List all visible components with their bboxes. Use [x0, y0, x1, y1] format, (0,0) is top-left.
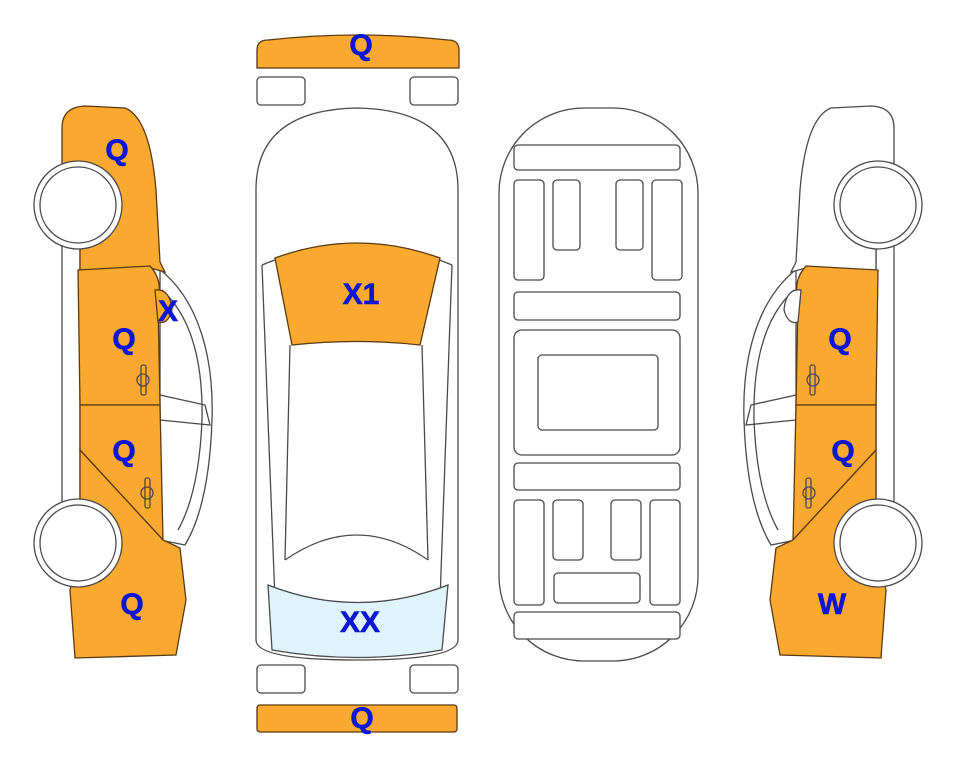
- right-side-view: [743, 105, 923, 659]
- right-front-wheel: [839, 166, 917, 244]
- front-left-light: [256, 76, 306, 106]
- left-side-view: [33, 105, 213, 659]
- rear-window-label: XX: [340, 606, 380, 639]
- top-view: [255, 34, 460, 733]
- left-front-door-panel[interactable]: [77, 265, 161, 406]
- underbody-view: [498, 107, 699, 662]
- left-mirror-panel[interactable]: [154, 289, 173, 324]
- right-mirror-panel: [783, 289, 802, 324]
- rear-bumper-label: Q: [350, 702, 373, 735]
- left-rear-wheel: [39, 504, 117, 582]
- left-rear-door-label: Q: [112, 435, 135, 468]
- right-rear-door-label: Q: [831, 435, 854, 468]
- left-front-door-label: Q: [112, 323, 135, 356]
- rear-window-panel[interactable]: [267, 584, 449, 659]
- left-front-wheel: [39, 166, 117, 244]
- rear-left-light: [256, 664, 306, 694]
- rear-bumper-panel[interactable]: [256, 704, 458, 733]
- right-front-door-panel[interactable]: [795, 265, 879, 406]
- front-right-light: [409, 76, 459, 106]
- top-body: [255, 107, 459, 661]
- windshield-label: X1: [343, 278, 380, 311]
- left-front-fender-label: Q: [105, 134, 128, 167]
- front-bumper-panel[interactable]: [256, 34, 460, 69]
- right-rear-quarter-label: W: [818, 588, 847, 621]
- left-door-handles: [136, 364, 154, 509]
- windshield-panel[interactable]: [274, 242, 441, 346]
- left-rear-quarter-label: Q: [120, 588, 143, 621]
- left-mirror-label: X: [158, 295, 178, 328]
- right-rear-wheel: [839, 504, 917, 582]
- right-front-door-label: Q: [828, 323, 851, 356]
- rear-right-light: [409, 664, 459, 694]
- front-bumper-label: Q: [349, 29, 372, 62]
